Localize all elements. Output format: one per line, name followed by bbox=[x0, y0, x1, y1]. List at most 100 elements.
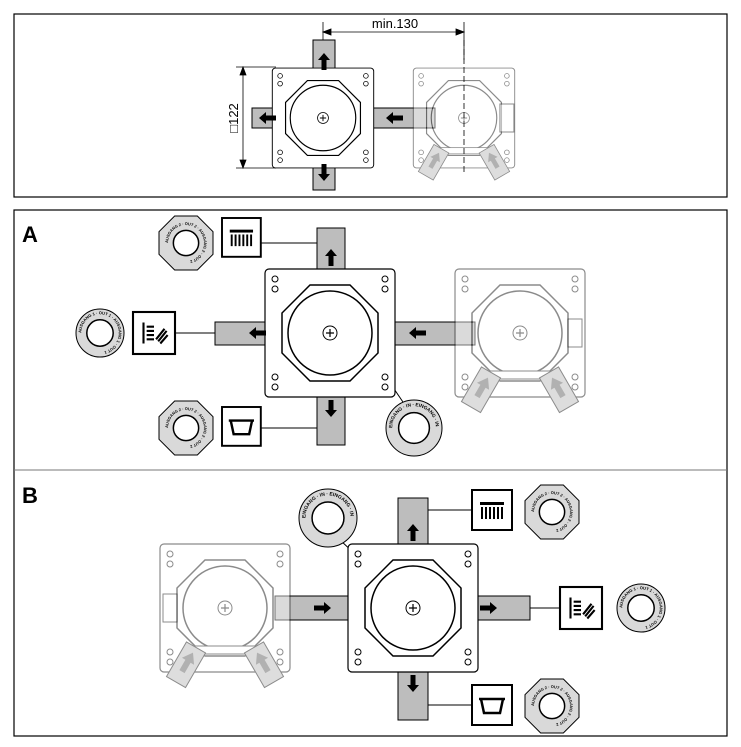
valve-body bbox=[176, 559, 274, 657]
screw-hole bbox=[504, 73, 510, 79]
radiator-fin bbox=[242, 234, 245, 247]
inlet-pipe-body bbox=[243, 641, 285, 689]
arrow-shape bbox=[407, 675, 419, 692]
floor-heating-symbol bbox=[142, 322, 169, 345]
valve-cap bbox=[477, 290, 563, 376]
nut bbox=[499, 103, 515, 133]
arrow-left-icon bbox=[249, 327, 266, 339]
radiator-icon bbox=[221, 217, 262, 258]
screw-hole bbox=[277, 73, 283, 79]
screw-hole bbox=[461, 275, 469, 283]
icon-frame bbox=[221, 217, 262, 258]
panel-a-label: A bbox=[22, 222, 38, 247]
tank-symbol bbox=[479, 697, 505, 715]
base bbox=[184, 645, 266, 655]
arrow-down-icon bbox=[325, 400, 337, 417]
inlet-pipe-body bbox=[478, 143, 511, 181]
arrow-shape bbox=[249, 327, 266, 339]
screw-hole bbox=[464, 550, 472, 558]
radiator-top bbox=[229, 229, 254, 233]
icon-frame bbox=[131, 310, 177, 356]
screw-hole bbox=[418, 73, 424, 79]
mixer-unit-faded bbox=[159, 543, 291, 689]
radiator-fin bbox=[234, 234, 237, 247]
ring-inner bbox=[311, 501, 345, 535]
connector-nut bbox=[162, 593, 178, 623]
floor-heating-icon bbox=[558, 585, 604, 631]
mounting-plate bbox=[454, 268, 586, 398]
screw-hole bbox=[166, 648, 174, 656]
ring-seal: AUSGANG 2 · OUT 2 · AUSGANG 2 · OUT 2 bbox=[158, 400, 214, 456]
screw-hole bbox=[418, 149, 424, 156]
center-screw bbox=[512, 325, 528, 341]
screw-hole bbox=[166, 560, 174, 568]
mounting-plate bbox=[159, 543, 291, 673]
arrow-left-icon bbox=[259, 112, 276, 124]
inlet-pipe bbox=[243, 641, 285, 689]
screw-hole bbox=[354, 658, 362, 666]
arrow-up-icon bbox=[488, 152, 500, 169]
screw-hole bbox=[504, 157, 510, 163]
screw-hole bbox=[276, 550, 284, 558]
inlet-pipe bbox=[478, 143, 511, 181]
radiator-fin bbox=[493, 507, 495, 519]
arrow-up-icon bbox=[428, 152, 440, 169]
arrow-shape bbox=[409, 327, 426, 339]
screw-hole bbox=[461, 373, 469, 381]
screw-hole bbox=[271, 285, 279, 293]
screw-hole bbox=[354, 648, 362, 656]
ring-inner bbox=[172, 414, 200, 442]
floor-heating-symbol bbox=[569, 597, 596, 620]
inlet-pipe bbox=[417, 143, 450, 181]
ring-inner bbox=[538, 498, 566, 526]
arrow-up-icon bbox=[325, 249, 337, 266]
screw-hole bbox=[271, 383, 279, 391]
ab-panel-frame bbox=[13, 209, 728, 737]
screw-hole bbox=[276, 658, 284, 666]
top-panel-frame bbox=[13, 13, 728, 198]
valve-unit bbox=[347, 543, 479, 673]
icon-frame bbox=[221, 406, 262, 447]
arrow-shape bbox=[259, 112, 276, 124]
screw-hole bbox=[363, 73, 369, 79]
screw-hole bbox=[381, 275, 389, 283]
icon-frame bbox=[471, 684, 513, 726]
mixer-unit-faded bbox=[454, 268, 586, 414]
tank-icon bbox=[221, 406, 262, 447]
arrow-down-icon bbox=[318, 164, 330, 181]
radiator-top bbox=[480, 502, 504, 505]
screw-hole bbox=[464, 648, 472, 656]
radiator-fin bbox=[250, 234, 253, 247]
screw-hole bbox=[464, 560, 472, 568]
arrow-up-icon bbox=[179, 652, 195, 674]
screw-hole bbox=[166, 658, 174, 666]
valve-unit bbox=[264, 268, 396, 398]
screw-hole bbox=[363, 80, 369, 87]
valve-unit bbox=[271, 67, 375, 169]
connector-nut bbox=[567, 318, 583, 348]
ring-seal: EINGANG · IN · EINGANG · IN bbox=[385, 399, 443, 457]
ring-inner bbox=[172, 229, 200, 257]
cross-icon bbox=[319, 114, 327, 122]
nut bbox=[567, 318, 583, 348]
arrow-shape bbox=[480, 602, 497, 614]
arrow-left-icon bbox=[409, 327, 426, 339]
arrow-shape bbox=[386, 112, 403, 124]
dimension-height-label: □122 bbox=[226, 103, 241, 133]
arrow-up-icon bbox=[407, 524, 419, 541]
ring-inner bbox=[538, 692, 566, 720]
ring-inner bbox=[397, 411, 431, 445]
inlet-pipe-body bbox=[460, 366, 502, 414]
arrow-down-icon bbox=[407, 675, 419, 692]
arrow-up-icon bbox=[318, 53, 330, 70]
screw-hole bbox=[363, 157, 369, 163]
screw-hole bbox=[381, 383, 389, 391]
cross-icon bbox=[326, 329, 334, 337]
screw-hole bbox=[354, 550, 362, 558]
inlet-pipe-body bbox=[538, 366, 580, 414]
panel-b-label: B bbox=[22, 483, 38, 508]
screw-hole bbox=[461, 383, 469, 391]
valve-cap bbox=[182, 565, 268, 651]
nut bbox=[162, 593, 178, 623]
